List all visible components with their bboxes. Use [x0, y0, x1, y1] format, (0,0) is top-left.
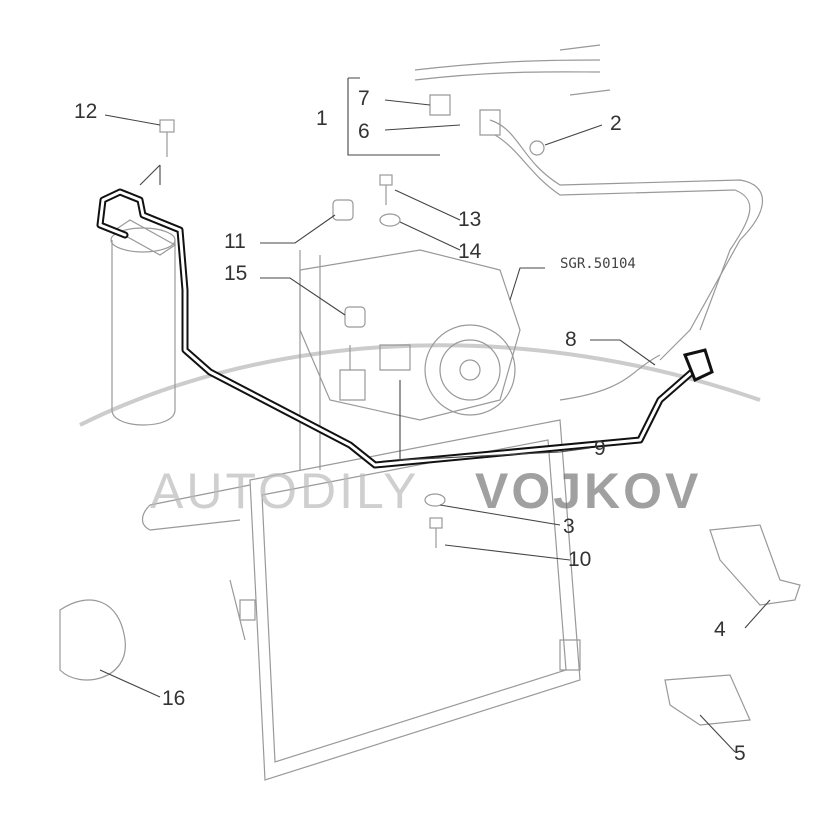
callout-10: 10	[568, 548, 591, 571]
watermark-swoosh	[79, 343, 761, 427]
watermark-autodily: AUTODILY	[150, 463, 419, 519]
leader-lines	[99, 77, 771, 753]
callout-6: 6	[358, 120, 370, 143]
callout-15: 15	[224, 262, 247, 285]
compressor	[299, 249, 521, 470]
receiver-drier	[110, 219, 177, 426]
callout-4: 4	[714, 618, 726, 641]
highlighted-ac-pipe	[96, 188, 714, 469]
callout-13: 13	[458, 208, 481, 231]
callout-1: 1	[316, 107, 328, 130]
upper-pipe-bundle	[414, 44, 764, 401]
callout-16: 16	[162, 687, 185, 710]
callout-9: 9	[594, 437, 606, 460]
callout-2: 2	[610, 112, 622, 135]
callout-5: 5	[734, 742, 746, 765]
reference-code: SGR.50104	[560, 256, 636, 272]
watermark-vojkov: VOJKOV	[475, 463, 701, 519]
callout-8: 8	[565, 328, 577, 351]
callout-3: 3	[563, 515, 575, 538]
callout-7: 7	[358, 87, 370, 110]
callout-14: 14	[458, 240, 482, 263]
callout-12: 12	[74, 100, 97, 123]
small-parts	[59, 119, 801, 726]
callout-11: 11	[224, 230, 246, 253]
